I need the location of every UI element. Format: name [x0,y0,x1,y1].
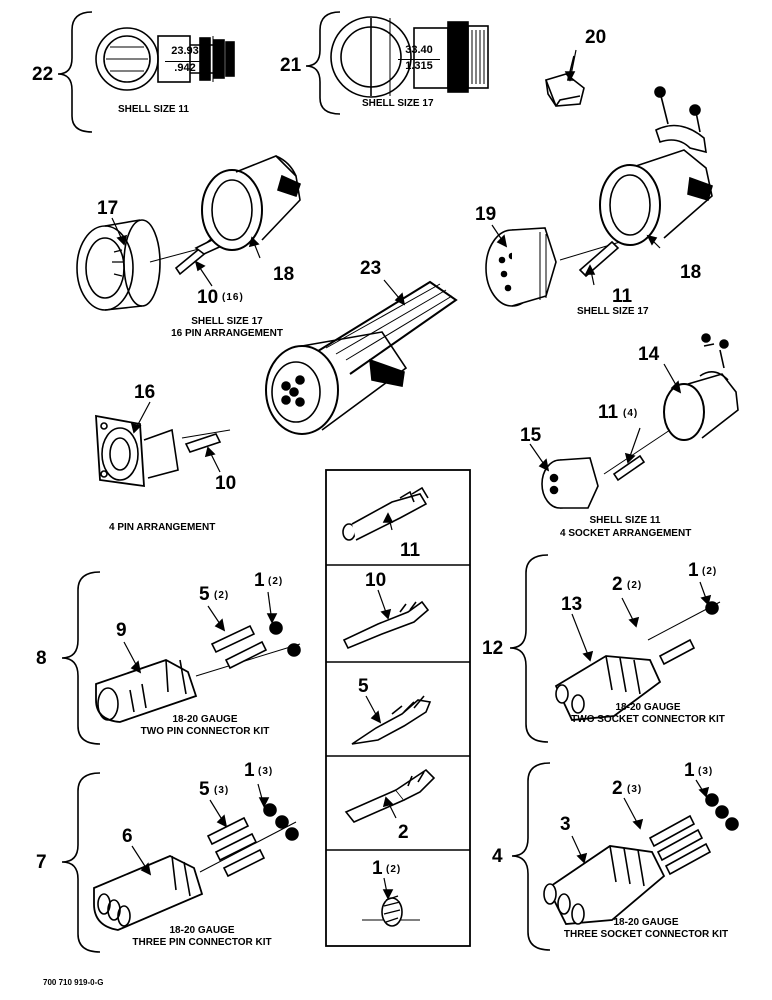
callout-6: 6 [122,826,133,847]
callout-1-box-qty: (2) [386,864,402,875]
caption-three-pin-kit-line2: THREE PIN CONNECTOR KIT [132,937,272,948]
brace-8 [61,571,101,745]
caption-shell-size-17-right: SHELL SIZE 17 [577,306,649,317]
callout-11-4socket-qty: (4) [623,408,639,419]
callout-5-three-pin: 5 [199,779,210,800]
callout-10-4pin: 10 [215,473,237,494]
connector-13-two-socket [554,601,721,721]
callout-10-16-qty: (16) [222,292,244,303]
callout-20: 20 [585,27,607,48]
callout-10-box: 10 [365,570,387,591]
connector-14-15-assembly [541,333,739,509]
callout-21: 21 [280,55,302,76]
brace-21 [305,11,341,115]
caption-shell11-socket-line2: 4 SOCKET ARRANGEMENT [560,528,692,539]
caption-two-pin-kit-line2: TWO PIN CONNECTOR KIT [140,726,270,737]
caption-three-pin-kit-line1: 18-20 GAUGE [169,925,235,936]
callout-23: 23 [360,258,382,279]
callout-15: 15 [520,425,542,446]
dim-22-metric: 23.93 [171,45,199,57]
caption-three-socket-kit-line1: 18-20 GAUGE [613,917,679,928]
callout-7: 7 [36,852,47,873]
callout-11-shell17: 11 [612,286,633,307]
dimension-arrows [212,18,391,96]
callout-11-4socket: 11 [598,402,619,423]
dim-22-inch: .942 [165,61,205,74]
callout-2-box: 2 [398,822,409,843]
callout-1-two-pin-qty: (2) [268,576,284,587]
callout-9: 9 [116,620,127,641]
callout-18-left: 18 [273,264,295,285]
callout-2-two-socket-qty: (2) [627,580,643,591]
connector-6-three-pin [93,803,299,931]
part-10-pin [342,600,430,650]
dim-21-metric: 33.40 [405,44,433,56]
shell-size-11-drawing [95,27,235,91]
caption-shell17-16pin-line2: 16 PIN ARRANGEMENT [171,328,283,339]
brace-12 [509,554,549,743]
callout-13: 13 [561,594,583,615]
brace-7 [61,772,101,953]
callout-8: 8 [36,648,47,669]
callout-11-box: 11 [400,540,421,561]
callout-1-three-pin: 1 [244,760,255,781]
caption-4-pin-arrangement: 4 PIN ARRANGEMENT [109,522,216,533]
clip-20 [544,55,585,107]
callout-1-two-socket-qty: (2) [702,566,718,577]
callout-1-two-socket: 1 [688,560,699,581]
clamp-screws-top [654,86,707,154]
callout-5-two-pin: 5 [199,584,210,605]
callout-18-right: 18 [680,262,702,283]
caption-two-socket-kit-line2: TWO SOCKET CONNECTOR KIT [571,714,725,725]
caption-shell11-socket-line1: SHELL SIZE 11 [589,515,661,526]
caption-three-socket-kit-line2: THREE SOCKET CONNECTOR KIT [563,929,729,940]
part-11-pin [342,486,429,541]
callout-17: 17 [97,198,119,219]
connector-19-assembly [485,149,713,307]
callout-1-three-pin-qty: (3) [258,766,274,777]
connector-9-two-pin [95,621,301,723]
callout-5-two-pin-qty: (2) [214,590,230,601]
callout-19: 19 [475,204,497,225]
callout-1-two-pin: 1 [254,570,265,591]
connector-3-three-socket [543,793,739,925]
caption-two-pin-kit-line1: 18-20 GAUGE [172,714,238,725]
callout-2-three-socket: 2 [612,778,623,799]
callout-5-three-pin-qty: (3) [214,785,230,796]
part-2-socket [344,768,436,823]
callout-10-16: 10 [197,287,219,308]
caption-shell-size-17-top: SHELL SIZE 17 [362,98,434,109]
callout-14: 14 [638,344,660,365]
connector-17-assembly [76,155,301,311]
part-1-seal [362,895,420,927]
brace-22 [57,11,93,133]
plug-23-drawing [265,280,458,435]
callout-5-box: 5 [358,676,369,697]
receptacle-16 [95,414,231,488]
callout-1-three-socket: 1 [684,760,695,781]
callout-1-three-socket-qty: (3) [698,766,714,777]
caption-two-socket-kit-line1: 18-20 GAUGE [615,702,681,713]
callout-3: 3 [560,814,571,835]
arrowheads [116,71,712,900]
brace-4 [511,762,551,951]
caption-shell-size-11: SHELL SIZE 11 [118,104,189,115]
dim-21-inch: 1.315 [398,59,440,72]
part-5-pin [351,695,432,745]
callout-16: 16 [134,382,156,403]
caption-shell17-16pin-line1: SHELL SIZE 17 [191,316,263,327]
shell-size-17-drawing [330,16,489,98]
callout-12: 12 [482,638,504,659]
callout-4: 4 [492,846,503,867]
callout-22: 22 [32,64,54,85]
callout-2-two-socket: 2 [612,574,623,595]
drawing-number: 700 710 919-0-G [43,978,104,987]
callout-2-three-socket-qty: (3) [627,784,643,795]
parts-box [325,469,471,947]
callout-1-box: 1 [372,858,383,879]
